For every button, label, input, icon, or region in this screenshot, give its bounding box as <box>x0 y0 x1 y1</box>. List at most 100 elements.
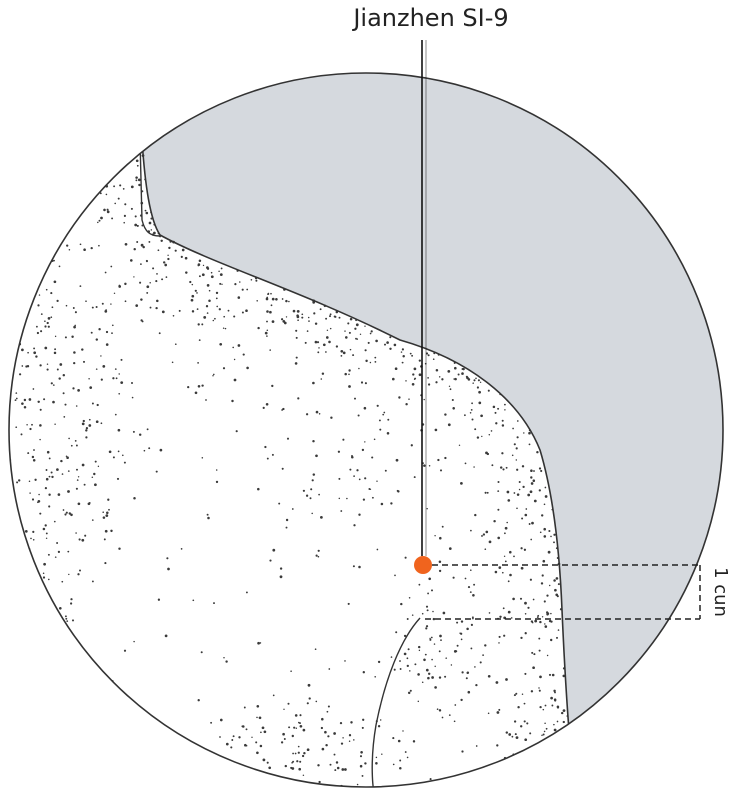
stipple-dot <box>329 315 331 318</box>
stipple-dot <box>478 390 481 394</box>
stipple-dot <box>515 692 518 695</box>
stipple-dot <box>338 477 341 480</box>
stipple-dot <box>297 751 300 754</box>
stipple-dot <box>159 448 163 452</box>
stipple-dot <box>306 702 309 705</box>
stipple-dot <box>134 215 137 218</box>
stipple-dot <box>135 136 139 139</box>
stipple-dot <box>507 499 511 502</box>
stipple-dot <box>101 302 104 305</box>
stipple-dot <box>530 482 534 485</box>
stipple-dot <box>432 617 436 621</box>
stipple-dot <box>348 373 350 376</box>
stipple-dot <box>9 368 12 371</box>
stipple-dot <box>351 456 354 459</box>
stipple-dot <box>36 331 40 335</box>
stipple-dot <box>524 738 528 742</box>
stipple-dot <box>551 764 554 767</box>
stipple-dot <box>533 653 536 656</box>
stipple-dot <box>63 416 66 418</box>
stipple-dot <box>544 623 546 625</box>
stipple-dot <box>373 438 376 441</box>
stipple-dot <box>75 487 78 490</box>
stipple-dot <box>334 769 337 772</box>
stipple-dot <box>117 197 120 200</box>
stipple-dot <box>452 576 455 579</box>
stipple-dot <box>562 720 565 724</box>
stipple-dot <box>471 402 473 405</box>
stipple-dot <box>438 709 442 712</box>
stipple-dot <box>37 184 40 188</box>
stipple-dot <box>54 423 56 426</box>
stipple-dot <box>302 785 305 787</box>
stipple-dot <box>271 384 274 388</box>
stipple-dot <box>233 315 236 318</box>
stipple-dot <box>423 658 426 662</box>
stipple-dot <box>210 271 213 274</box>
stipple-dot <box>189 280 192 284</box>
stipple-dot <box>260 731 262 734</box>
stipple-dot <box>522 485 525 489</box>
stipple-dot <box>75 444 78 447</box>
stipple-dot <box>91 519 94 521</box>
stipple-dot <box>427 592 430 595</box>
stipple-dot <box>530 690 534 693</box>
stipple-dot <box>157 598 161 601</box>
stipple-dot <box>406 664 409 668</box>
stipple-dot <box>269 559 272 562</box>
stipple-dot <box>117 428 121 432</box>
stipple-dot <box>355 323 359 327</box>
stipple-dot <box>538 467 542 470</box>
stipple-dot <box>495 681 499 684</box>
stipple-dot <box>38 294 41 296</box>
stipple-dot <box>473 583 476 586</box>
stipple-dot <box>136 145 139 148</box>
stipple-dot <box>47 553 50 556</box>
stipple-dot <box>71 619 75 622</box>
stipple-dot <box>46 147 49 149</box>
stipple-dot <box>354 397 356 400</box>
stipple-dot <box>73 361 76 365</box>
stipple-dot <box>3 338 6 341</box>
stipple-dot <box>470 647 473 650</box>
stipple-dot <box>51 306 54 309</box>
stipple-dot <box>102 511 104 513</box>
stipple-dot <box>52 400 55 404</box>
stipple-dot <box>174 343 177 346</box>
stipple-dot <box>107 151 110 154</box>
stipple-dot <box>374 676 377 678</box>
stipple-dot <box>473 379 476 382</box>
stipple-dot <box>202 264 205 267</box>
stipple-dot <box>40 313 43 315</box>
stipple-dot <box>487 674 491 678</box>
stipple-dot <box>44 325 47 328</box>
stipple-dot <box>555 593 559 597</box>
stipple-dot <box>439 536 442 540</box>
stipple-dot <box>379 719 382 721</box>
stipple-dot <box>19 590 23 593</box>
stipple-dot <box>141 320 144 323</box>
stipple-dot <box>267 293 269 295</box>
stipple-dot <box>178 309 181 312</box>
stipple-dot <box>536 616 539 618</box>
stipple-dot <box>494 570 498 574</box>
stipple-dot <box>287 702 290 705</box>
stipple-dot <box>283 708 285 711</box>
stipple-dot <box>256 300 258 302</box>
stipple-dot <box>358 513 361 516</box>
stipple-dot <box>196 308 199 310</box>
stipple-dot <box>348 385 351 388</box>
stipple-dot <box>298 767 302 771</box>
stipple-dot <box>557 739 561 742</box>
stipple-dot <box>395 458 399 462</box>
stipple-dot <box>434 428 438 432</box>
stipple-dot <box>480 789 482 791</box>
stipple-dot <box>88 146 91 149</box>
stipple-dot <box>475 745 478 747</box>
stipple-dot <box>25 614 29 618</box>
stipple-dot <box>76 468 78 471</box>
stipple-dot <box>469 591 472 593</box>
stipple-dot <box>329 327 332 330</box>
stipple-dot <box>33 597 35 600</box>
stipple-dot <box>358 367 360 370</box>
